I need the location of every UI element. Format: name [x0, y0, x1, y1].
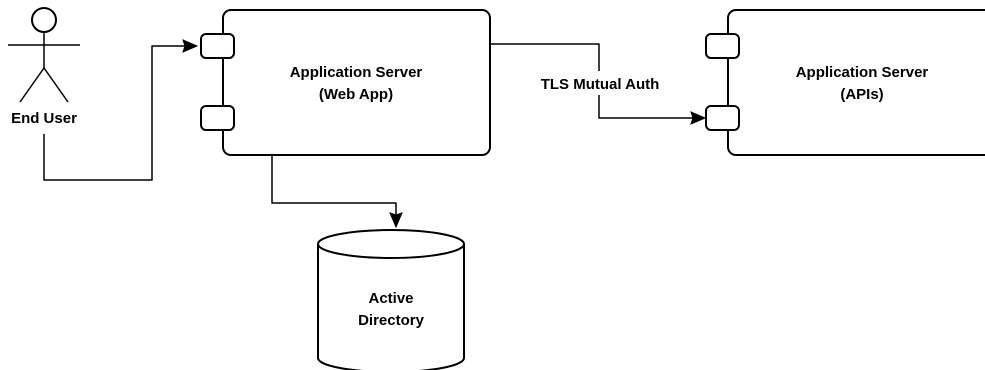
web-app-server-title: Application Server	[290, 64, 423, 81]
actor-right-leg	[43, 67, 69, 103]
tls-mutual-auth-label: TLS Mutual Auth	[541, 76, 660, 93]
actor-left-leg	[19, 67, 45, 103]
arrowhead	[690, 111, 707, 125]
edge-label-bg	[531, 71, 669, 95]
port-bottom	[705, 105, 740, 131]
web-app-server-subtitle: (Web App)	[319, 86, 393, 103]
cylinder-body	[317, 244, 465, 370]
api-server-subtitle: (APIs)	[840, 86, 883, 103]
active-directory-database: Active Directory	[317, 229, 465, 370]
directory-subtitle: Directory	[358, 312, 425, 329]
edge-webapp-to-directory	[271, 155, 403, 229]
arrowhead	[182, 39, 199, 53]
port-top	[705, 33, 740, 59]
port-bottom	[200, 105, 235, 131]
actor-head	[31, 7, 57, 33]
directory-title: Active	[368, 290, 413, 307]
edge-user-to-webapp	[43, 39, 199, 181]
arrowhead	[389, 212, 403, 229]
end-user-actor: End User	[8, 7, 80, 127]
api-server-box	[727, 9, 985, 156]
end-user-label: End User	[11, 110, 77, 127]
web-app-server-box	[222, 9, 491, 156]
cylinder-top	[317, 229, 465, 259]
edge-webapp-to-apis: TLS Mutual Auth	[490, 43, 707, 125]
web-app-server-component: Application Server (Web App)	[200, 9, 491, 156]
api-server-title: Application Server	[796, 64, 929, 81]
port-top	[200, 33, 235, 59]
api-server-component: Application Server (APIs)	[705, 9, 985, 156]
